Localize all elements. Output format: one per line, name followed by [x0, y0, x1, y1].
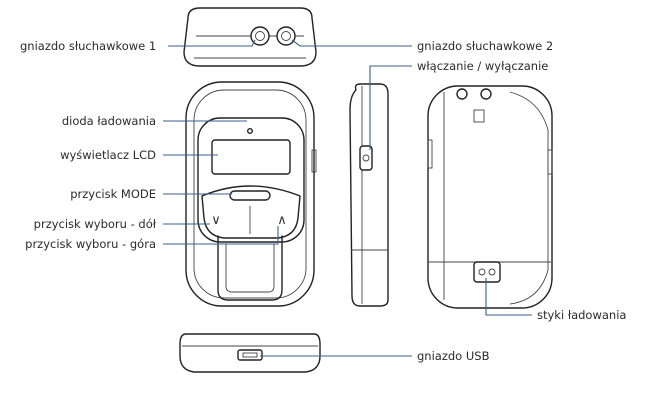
- lcd-display-icon: [211, 139, 291, 175]
- chevron-down-icon: ∨: [211, 213, 221, 228]
- label-headphone-jack-1: gniazdo słuchawkowe 1: [20, 39, 156, 53]
- bottom-view: [179, 333, 321, 373]
- label-power-switch: włączanie / wyłączanie: [417, 59, 548, 73]
- labels: gniazdo słuchawkowe 1 gniazdo słuchawkow…: [20, 39, 626, 363]
- top-view: [183, 7, 317, 67]
- charging-contacts-icon: [473, 261, 501, 283]
- power-switch-icon: [359, 145, 373, 171]
- label-charging-contacts: styki ładowania: [537, 308, 626, 322]
- front-view: ∨ ∧: [185, 81, 317, 307]
- label-mode-button: przycisk MODE: [70, 187, 156, 201]
- back-view: [427, 85, 553, 309]
- headphone-jack-2-icon: [276, 26, 296, 46]
- charging-led-icon: [246, 127, 253, 134]
- label-usb-port: gniazdo USB: [417, 349, 490, 363]
- side-view: [349, 83, 389, 307]
- headphone-jack-1-icon: [250, 26, 270, 46]
- label-headphone-jack-2: gniazdo słuchawkowe 2: [417, 39, 553, 53]
- label-lcd-display: wyświetlacz LCD: [60, 148, 156, 162]
- label-select-up-button: przycisk wyboru - góra: [25, 237, 156, 251]
- usb-port-icon: [237, 349, 263, 361]
- leader-lines: [163, 39, 532, 357]
- chevron-up-icon: ∧: [277, 213, 287, 228]
- mode-button-icon: [229, 190, 271, 201]
- label-charging-led: dioda ładowania: [62, 114, 156, 128]
- label-select-down-button: przycisk wyboru - dół: [34, 217, 157, 231]
